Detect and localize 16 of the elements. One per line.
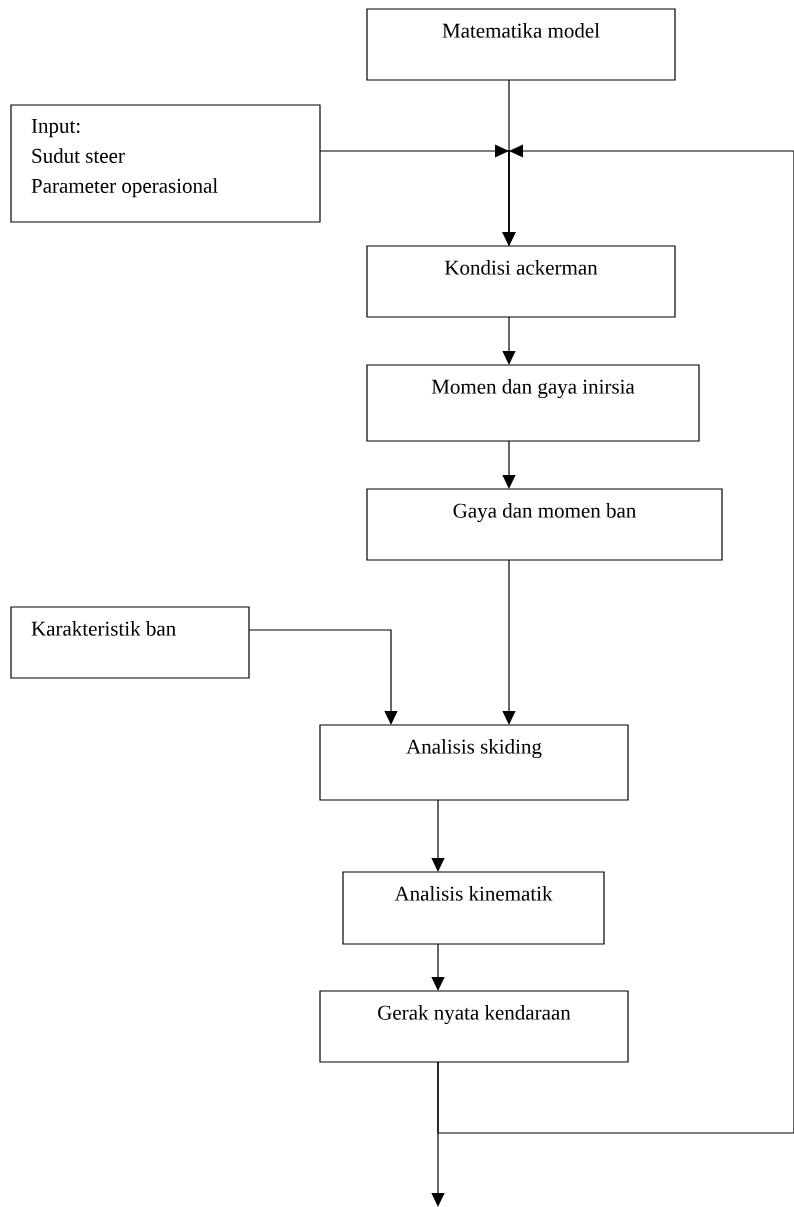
- arrow: [502, 440, 516, 489]
- arrow: [248, 629, 398, 725]
- process-box: Analisis kinematik: [342, 871, 605, 945]
- arrow: [431, 799, 445, 872]
- process-box: Input: Sudut steer Parameter operasional: [10, 104, 321, 223]
- arrow: [502, 316, 516, 365]
- process-box: Gerak nyata kendaraan: [319, 990, 629, 1063]
- process-box: Analisis skiding: [319, 724, 629, 801]
- process-box: Kondisi ackerman: [366, 245, 676, 318]
- process-box: Karakteristik ban: [10, 606, 250, 679]
- arrow: [431, 943, 445, 991]
- arrow: [502, 559, 516, 725]
- process-box: Matematika model: [366, 8, 676, 81]
- process-box: Gaya dan momen ban: [366, 488, 723, 561]
- process-box: Momen dan gaya inirsia: [366, 364, 700, 442]
- arrow: [431, 1061, 445, 1207]
